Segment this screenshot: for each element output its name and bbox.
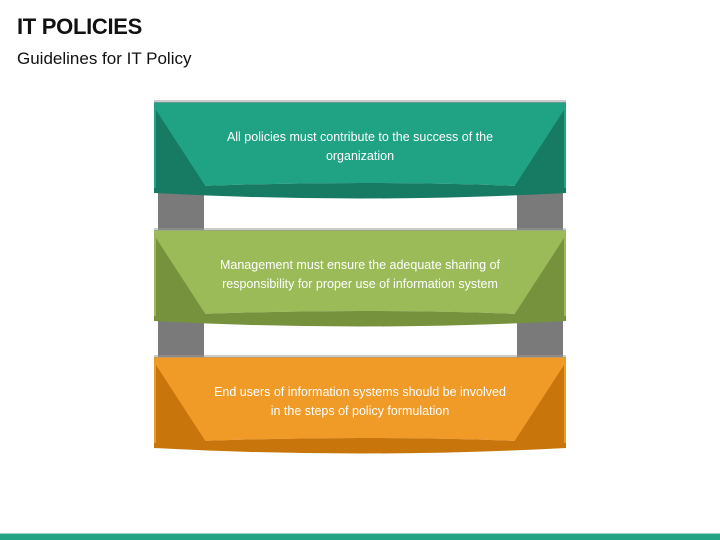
right-pillar-upper xyxy=(517,190,563,230)
right-pillar-lower xyxy=(517,318,563,358)
policy-banner-2: Management must ensure the adequate shar… xyxy=(154,228,566,328)
banner-text: Management must ensure the adequate shar… xyxy=(219,258,501,291)
banner-shape xyxy=(154,228,566,327)
left-pillar-upper xyxy=(158,190,204,230)
policy-banner-3: End users of information systems should … xyxy=(154,355,566,455)
page-title: IT POLICIES xyxy=(17,14,143,39)
banner-shape xyxy=(154,355,566,454)
banner-text: All policies must contribute to the succ… xyxy=(226,130,494,163)
banner-shape xyxy=(154,100,566,199)
page-subtitle: Guidelines for IT Policy xyxy=(17,49,192,68)
footer-accent-bar xyxy=(0,533,720,540)
left-pillar-lower xyxy=(158,318,204,358)
banner-text: End users of information systems should … xyxy=(214,385,506,418)
policy-banner-1: All policies must contribute to the succ… xyxy=(154,100,566,200)
